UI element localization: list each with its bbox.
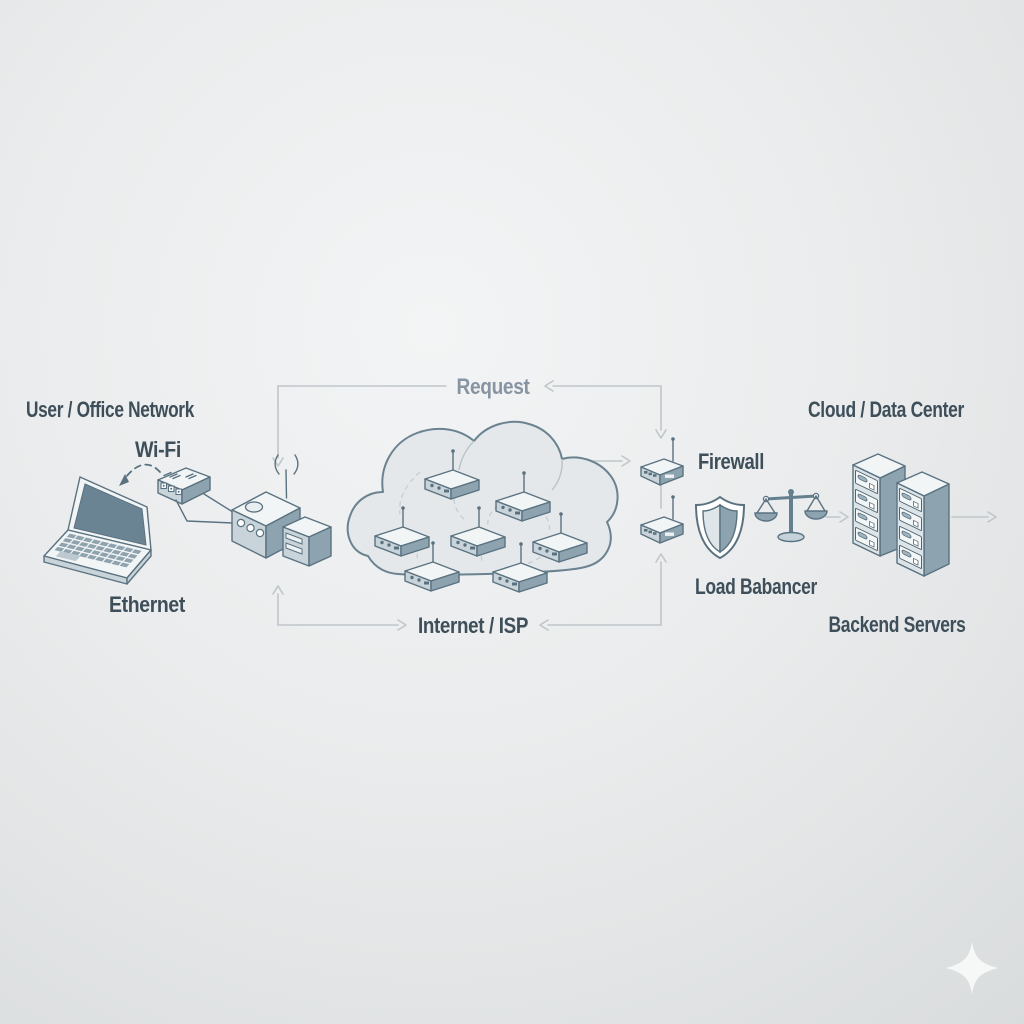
servers-outbound-arrow bbox=[951, 511, 997, 523]
loadbalancer-to-servers-arrow bbox=[825, 511, 849, 523]
wifi-dashed-arrow bbox=[119, 463, 161, 486]
server-tower-icon bbox=[896, 471, 950, 578]
label-request: Request bbox=[457, 374, 531, 399]
desktop-unit-icon bbox=[282, 516, 332, 567]
label-load-balancer: Load Babancer bbox=[695, 574, 818, 599]
label-backend-servers: Backend Servers bbox=[829, 612, 966, 637]
laptop-keyboard-keys bbox=[54, 533, 142, 568]
server-bays bbox=[855, 470, 878, 551]
cloud-to-firewall-arrow bbox=[589, 455, 631, 467]
request-flow-line bbox=[272, 380, 667, 467]
scales-icon bbox=[754, 489, 828, 543]
label-office-network: User / Office Network bbox=[26, 397, 195, 422]
firewall-router-icon bbox=[640, 436, 684, 486]
server-bays bbox=[899, 488, 922, 569]
label-wifi: Wi-Fi bbox=[135, 437, 181, 462]
wifi-switch-icon bbox=[157, 467, 211, 505]
internet-flow-line bbox=[272, 553, 667, 631]
firewall-router-icon bbox=[640, 494, 684, 544]
laptop-icon bbox=[43, 476, 152, 585]
label-firewall: Firewall bbox=[698, 449, 764, 474]
ethernet-cables bbox=[175, 493, 237, 524]
label-cloud-data-center: Cloud / Data Center bbox=[808, 397, 965, 422]
label-internet-isp: Internet / ISP bbox=[418, 613, 528, 638]
sparkle-icon bbox=[946, 942, 998, 994]
shield-icon bbox=[694, 495, 746, 560]
label-ethernet: Ethernet bbox=[109, 592, 186, 617]
laptop-touchpad bbox=[55, 551, 81, 562]
